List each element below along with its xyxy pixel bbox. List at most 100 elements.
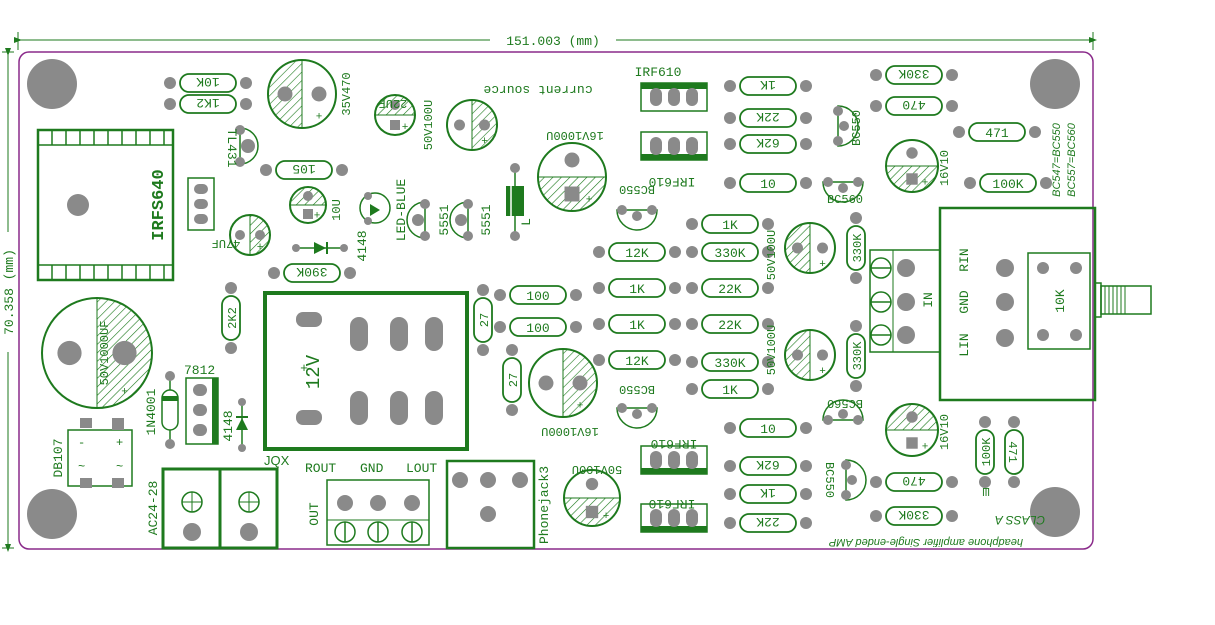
irf610-irf610a: IRF610 (635, 65, 708, 112)
capacitor-c8: +16V1000U (528, 348, 599, 438)
svg-text:+: + (402, 122, 409, 134)
resistor-r14: 1K (686, 214, 774, 234)
current-source-label: current source (483, 82, 592, 97)
phonejack-label: Phonejack3 (537, 466, 552, 544)
resistor-label: 330K (714, 356, 745, 371)
svg-text:+: + (922, 178, 929, 190)
inductor-label: L (519, 218, 534, 226)
output-connector: ROUT GND LOUT OUT (305, 461, 437, 546)
resistor-label: 27 (507, 373, 521, 387)
svg-text:+: + (603, 511, 610, 523)
resistor-label: 1K (722, 383, 738, 398)
lin-label: LIN (957, 333, 972, 356)
resistor-label: 1K (760, 77, 776, 92)
svg-text:+: + (116, 436, 123, 450)
resistor-label: 27 (478, 313, 492, 327)
gnd-label: GND (360, 461, 384, 476)
resistor-r2: 1K2 (164, 94, 252, 114)
svg-text:+: + (819, 366, 826, 378)
resistor-label: 100 (526, 289, 549, 304)
class-a-label: CLASS A (995, 513, 1045, 527)
transistor-bc560b: BC560 (822, 396, 864, 425)
resistor-r8: 27 (473, 284, 493, 356)
irf610-irf610d: IRF610 (640, 496, 708, 533)
irf610-label: IRF610 (635, 65, 682, 80)
resistor-r7: 100 (494, 317, 582, 337)
resistor-label: 105 (292, 161, 315, 176)
d4148b-label: 4148 (221, 410, 236, 441)
irf610-irf610c: IRF610 (640, 436, 708, 475)
resistor-r23: 10 (724, 173, 812, 193)
rin-label: RIN (957, 248, 972, 271)
volume-pot: RIN GND LIN 10K (938, 206, 1152, 402)
svg-text:+: + (314, 211, 321, 223)
transistor-bc560a: BC560 (822, 177, 864, 207)
svg-text:+: + (922, 442, 929, 454)
resistor-label: 390K (296, 264, 327, 279)
regulator-7812: 7812 (184, 363, 219, 445)
capacitor-label: 16V1000U (541, 424, 599, 438)
capacitor-label: 50V1000UF (98, 321, 112, 386)
resistor-r34: 100K (975, 416, 995, 488)
bridge-db107: -+ ~~ DB107 (51, 418, 133, 488)
resistor-label: 22K (756, 109, 780, 124)
resistor-r27: 22K (724, 513, 812, 533)
capacitor-c9: +50V100U (765, 222, 836, 280)
capacitor-c10: +50V100U (765, 325, 836, 381)
height-label: 70.358 (mm) (2, 249, 17, 335)
resistor-label: 22K (718, 282, 742, 297)
transistor-bc550c: BC550 (833, 105, 864, 147)
capacitor-label: 50V100U (765, 230, 779, 280)
phonejack: Phonejack3 (445, 459, 552, 550)
resistor-r28: 330K (846, 212, 866, 284)
svg-text:+: + (577, 401, 584, 413)
capacitor-label: 22UF (379, 96, 408, 110)
resistor-label: 1K (722, 218, 738, 233)
capacitor-label: 35V470 (340, 72, 354, 115)
resistor-r22: 62K (724, 134, 812, 154)
resistor-label: 62K (756, 135, 780, 150)
ac-terminal: AC24-28 (146, 467, 279, 550)
capacitor-label: 16V10 (938, 150, 952, 186)
irfs640-label: IRFS640 (150, 169, 169, 240)
svg-text:+: + (257, 242, 264, 254)
resistor-label: 470 (902, 97, 925, 112)
d1n4001-label: 1N4001 (144, 388, 159, 435)
resistor-r31: 100K (964, 173, 1052, 193)
capacitor-label: 16V1000U (546, 128, 604, 142)
resistor-label: 10K (196, 74, 220, 89)
resistors: 10K1K2105390K2K2100100272712K1K1K12K1K33… (164, 65, 1052, 533)
resistor-r20: 1K (724, 76, 812, 96)
capacitor-c13: +16V10 (885, 403, 952, 457)
tl431-label: TL431 (224, 128, 239, 167)
capacitor-c4: +10U (289, 186, 344, 224)
resistor-label: 330K (851, 341, 865, 371)
diode-4148-bottom: 4148 (221, 398, 248, 452)
resistor-r21: 22K (724, 108, 812, 128)
transistor-5551-a: 5551 (406, 199, 452, 241)
width-label: 151.003 (mm) (506, 34, 600, 49)
svg-text:+: + (586, 195, 593, 207)
t5551b-label: 5551 (479, 204, 494, 235)
resistor-label: 471 (1005, 441, 1019, 463)
capacitor-c6: +50V1000UF (41, 297, 153, 409)
inductor: L (506, 163, 534, 241)
led-label: LED-BLUE (394, 179, 409, 242)
resistor-label: 1K (629, 318, 645, 333)
resistor-label: 100 (526, 321, 549, 336)
resistor-r4: 390K (268, 263, 356, 283)
diode-1n4001: 1N4001 (144, 371, 179, 449)
resistor-label: 470 (902, 473, 925, 488)
d4148a-label: 4148 (355, 230, 370, 261)
capacitor-c1: +35V470 (267, 59, 354, 129)
resistor-label: 1K (629, 282, 645, 297)
resistor-label: 330K (898, 66, 929, 81)
capacitor-c2: +22UF (374, 94, 416, 136)
relay: 12V + (263, 291, 469, 451)
tl431: TL431 (224, 125, 259, 168)
capacitor-c5: +47UF (212, 214, 271, 256)
transistor-bc550b: BC550 (616, 382, 658, 429)
svg-text:-: - (78, 436, 85, 450)
